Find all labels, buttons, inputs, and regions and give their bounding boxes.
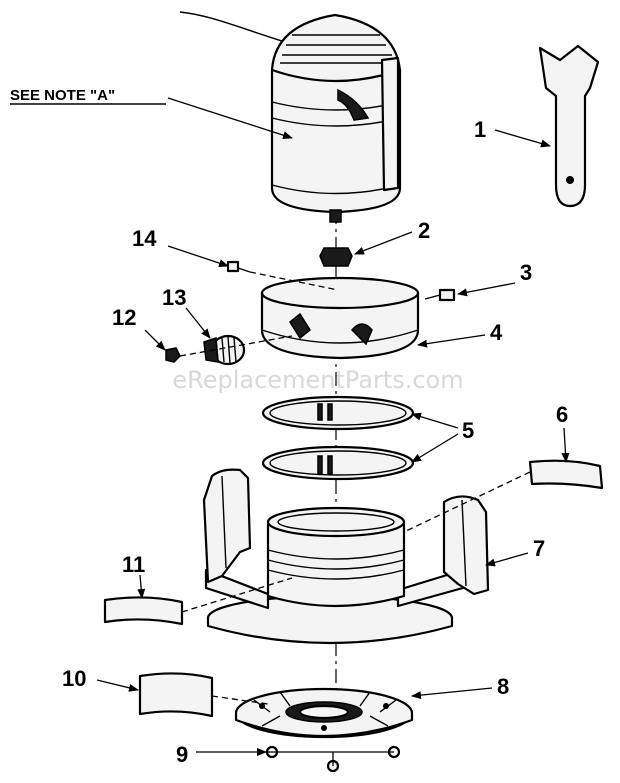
callout-4: 4 <box>490 320 503 345</box>
label-part-6 <box>528 459 604 490</box>
callout-13: 13 <box>162 285 186 310</box>
motor-housing-part-4 <box>260 276 420 360</box>
nut-part-12 <box>165 347 181 363</box>
watermark: eReplacementParts.com <box>172 366 463 394</box>
router-motor <box>179 11 402 223</box>
wrench-part-1 <box>538 44 600 208</box>
callout-3: 3 <box>520 260 532 285</box>
router-base-part-7 <box>202 468 490 645</box>
callout-11: 11 <box>122 552 145 577</box>
callout-1: 1 <box>474 117 486 142</box>
callout-5: 5 <box>462 418 474 443</box>
callout-9: 9 <box>176 742 188 767</box>
callout-2: 2 <box>418 218 430 243</box>
callout-10: 10 <box>62 666 86 691</box>
screw-part-3 <box>424 288 456 302</box>
sub-base-part-8 <box>234 687 414 739</box>
leader-lines <box>96 97 570 766</box>
see-note-a-label: SEE NOTE "A" <box>10 87 115 104</box>
callout-8: 8 <box>497 674 509 699</box>
callout-14: 14 <box>132 226 157 251</box>
collet-nut-part-2 <box>319 247 353 267</box>
label-part-10 <box>138 672 214 718</box>
screw-part-14 <box>226 260 251 273</box>
callout-12: 12 <box>112 305 136 330</box>
callout-7: 7 <box>533 536 545 561</box>
callout-6: 6 <box>556 402 568 427</box>
label-part-11 <box>103 596 184 626</box>
ring-parts-5 <box>261 395 415 481</box>
